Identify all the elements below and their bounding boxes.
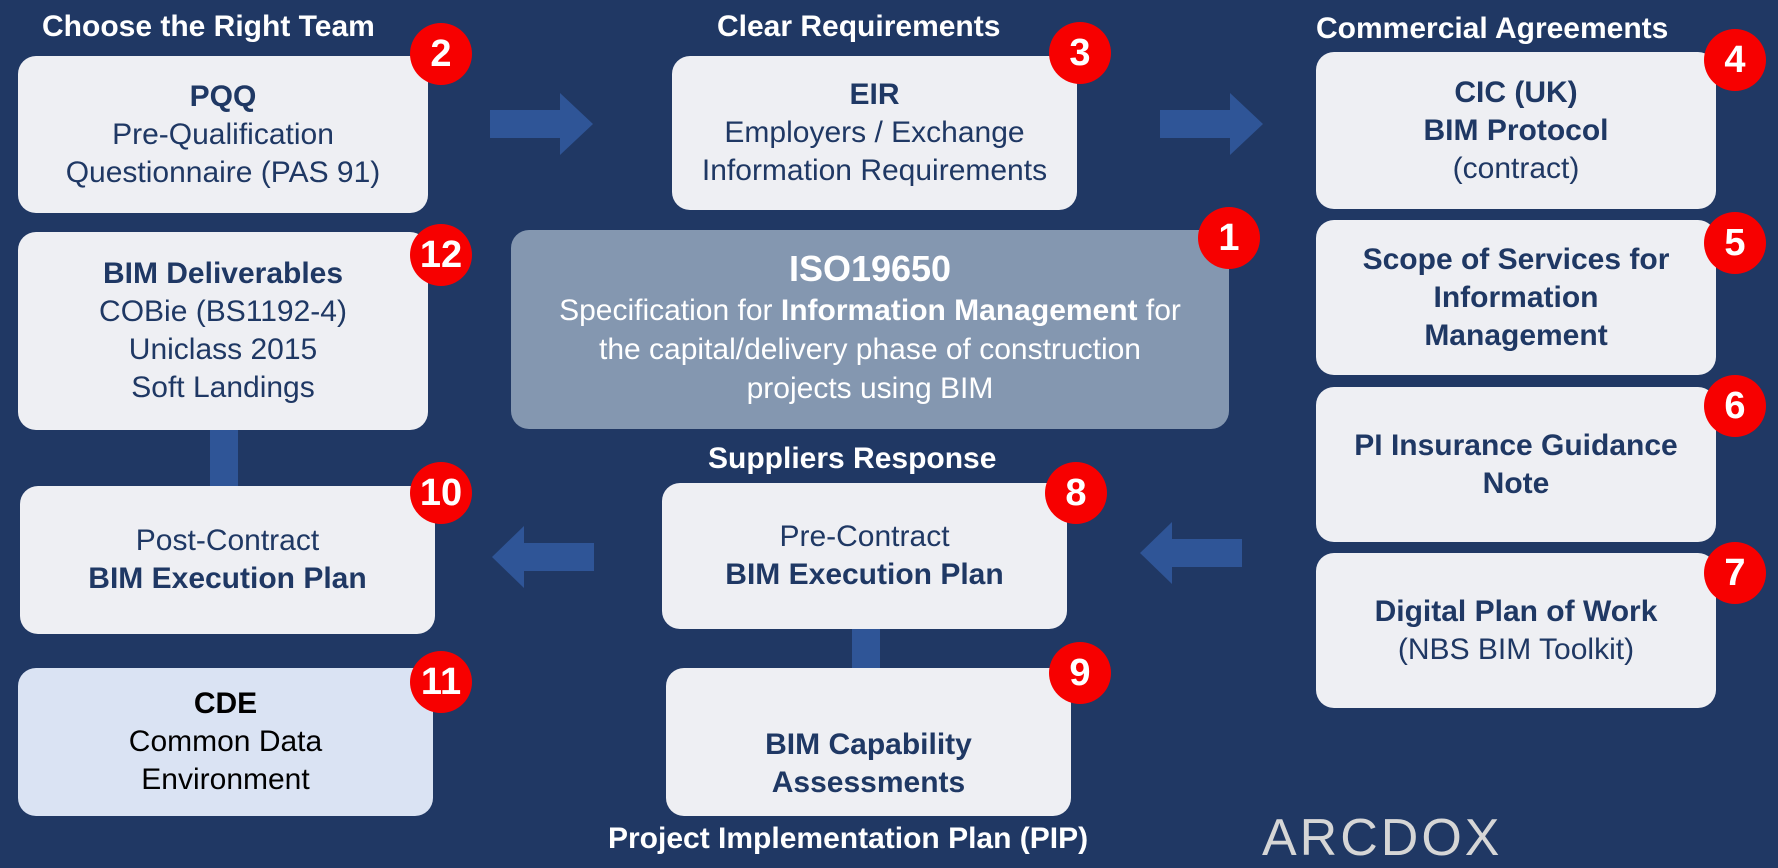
cde-title: CDE [193,687,258,720]
cic-protocol-box: CIC (UK) BIM Protocol (contract) [1316,52,1716,209]
scope-line3: Management [1424,318,1608,352]
pi-insurance-box: PI Insurance Guidance Note [1316,387,1716,542]
cde-box: CDE Common Data Environment [18,668,433,816]
header-choose-team: Choose the Right Team [42,10,375,43]
cde-line1: Common Data [128,725,323,758]
eir-title: EIR [849,78,900,111]
eir-line2: Information Requirements [701,154,1048,187]
cic-line3: (contract) [1452,151,1580,185]
pre-contract-bep-box: Pre-Contract BIM Execution Plan [662,483,1067,629]
cde-line2: Environment [141,763,310,796]
post-contract-bep-box: Post-Contract BIM Execution Plan [20,486,435,634]
badge-7: 7 [1704,542,1766,604]
badge-2: 2 [410,23,472,85]
deliverables-line3: Soft Landings [131,371,315,404]
header-pip: Project Implementation Plan (PIP) [608,822,1089,855]
pqq-box: PQQ Pre-Qualification Questionnaire (PAS… [18,56,428,213]
badge-10: 10 [410,462,472,524]
header-suppliers-response: Suppliers Response [708,442,997,475]
post-bep-line2: BIM Execution Plan [88,562,367,595]
badge-6: 6 [1704,375,1766,437]
cic-line1: CIC (UK) [1454,75,1578,109]
pi-line2: Note [1482,466,1550,500]
deliverables-line2: Uniclass 2015 [128,333,318,366]
iso-line2: the capital/delivery phase of constructi… [599,333,1141,366]
iso-line1: Specification for Information Management… [559,294,1181,327]
dpow-line1: Digital Plan of Work [1374,594,1658,628]
scope-line2: Information [1433,280,1599,314]
badge-4: 4 [1704,29,1766,91]
header-commercial-agreements: Commercial Agreements [1316,12,1669,45]
iso-line3: projects using BIM [746,372,994,405]
eir-box: EIR Employers / Exchange Information Req… [672,56,1077,210]
capability-line1: BIM Capability [765,728,972,761]
eir-line1: Employers / Exchange [724,116,1025,149]
digital-plan-of-work-box: Digital Plan of Work (NBS BIM Toolkit) [1316,553,1716,708]
badge-3: 3 [1049,22,1111,84]
pqq-line2: Questionnaire (PAS 91) [65,155,381,189]
arrow-right-icon [490,93,593,155]
arrow-right-icon [1160,93,1263,155]
capability-line2: Assessments [771,766,966,799]
bim-capability-box: BIM Capability Assessments [666,668,1071,816]
iso19650-box: ISO19650 Specification for Information M… [511,230,1229,429]
pqq-title: PQQ [189,79,257,113]
deliverables-line1: COBie (BS1192-4) [99,295,347,328]
pqq-line1: Pre-Qualification [112,117,334,151]
pre-bep-line2: BIM Execution Plan [725,558,1004,591]
arrow-left-icon [492,526,594,588]
badge-9: 9 [1049,642,1111,704]
post-bep-line1: Post-Contract [135,524,320,557]
arrow-left-icon [1140,522,1242,584]
arcdox-logo: ARCDOX [1262,809,1503,867]
dpow-line2: (NBS BIM Toolkit) [1397,632,1635,666]
deliverables-title: BIM Deliverables [102,257,344,290]
iso-title: ISO19650 [788,248,952,289]
pi-line1: PI Insurance Guidance [1354,428,1678,462]
badge-11: 11 [410,651,472,713]
badge-5: 5 [1704,212,1766,274]
badge-1: 1 [1198,207,1260,269]
badge-8: 8 [1045,462,1107,524]
badge-12: 12 [410,224,472,286]
pre-bep-line1: Pre-Contract [779,520,950,553]
header-clear-requirements: Clear Requirements [717,10,1001,43]
cic-line2: BIM Protocol [1423,113,1609,147]
bim-deliverables-box: BIM Deliverables COBie (BS1192-4) Unicla… [18,232,428,430]
scope-line1: Scope of Services for [1362,242,1670,276]
scope-of-services-box: Scope of Services for Information Manage… [1316,220,1716,375]
